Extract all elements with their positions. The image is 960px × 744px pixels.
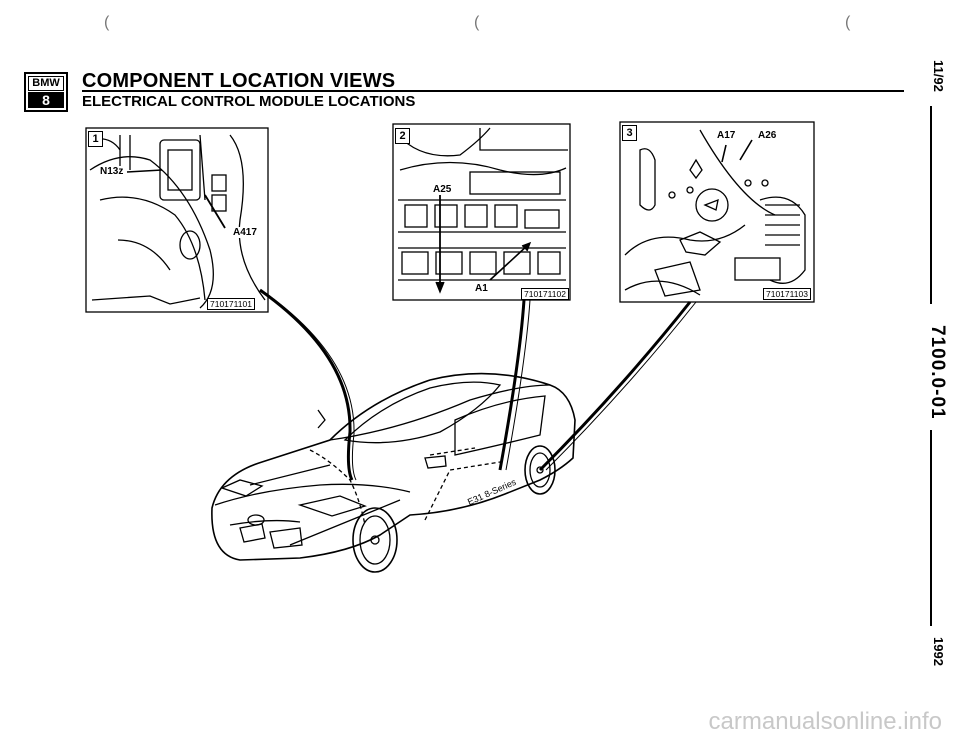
title-rule: [82, 90, 904, 92]
page-title: COMPONENT LOCATION VIEWS: [82, 70, 396, 92]
detail-panel-1: [85, 127, 269, 313]
label-n13z: N13z: [99, 166, 125, 177]
margin-rule: [930, 106, 932, 304]
label-a17: A17: [716, 130, 737, 141]
detail-panel-3: [619, 121, 815, 303]
label-a26: A26: [757, 130, 778, 141]
watermark: carmanualsonline.info: [708, 708, 942, 735]
margin-rule: [930, 430, 932, 626]
scan-mark: (: [474, 14, 480, 31]
label-a25: A25: [432, 184, 453, 195]
scan-mark: (: [845, 14, 851, 31]
panel-1-number: 1: [88, 131, 103, 147]
figure-number-2: 710171102: [521, 288, 569, 300]
logo-brand: BMW: [28, 76, 64, 91]
detail-panel-2: [392, 123, 571, 301]
figure-number-3: 710171103: [763, 288, 811, 300]
label-a1: A1: [474, 283, 489, 294]
label-a417: A417: [232, 227, 258, 238]
scan-mark: (: [104, 14, 110, 31]
bmw-8-logo: BMW 8: [24, 72, 68, 112]
logo-series: 8: [28, 92, 64, 108]
page-subtitle: ELECTRICAL CONTROL MODULE LOCATIONS: [82, 93, 416, 110]
figure-number-1: 710171101: [207, 298, 255, 310]
panel-3-number: 3: [622, 125, 637, 141]
panel-2-number: 2: [395, 128, 410, 144]
